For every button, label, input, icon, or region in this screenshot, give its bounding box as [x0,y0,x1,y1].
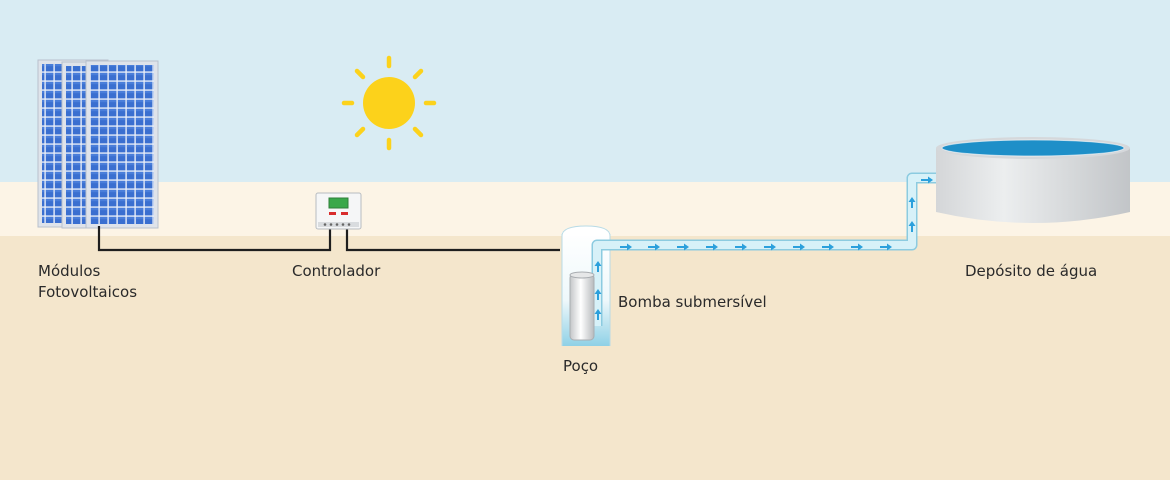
solar-panel-icon [37,59,159,229]
controller-label: Controlador [292,262,381,280]
water-tank-icon [936,137,1130,223]
flow-arrow-icon [594,176,933,320]
pump-label: Bomba submersível [618,293,767,311]
submersible-pump-icon [569,271,595,341]
well-label: Poço [563,357,599,375]
charge-controller-icon [315,192,362,230]
tank-label: Depósito de água [965,262,1098,280]
modules-label-line2: Fotovoltaicos [38,283,138,301]
sun-icon [341,55,437,151]
modules-label-line1: Módulos [38,262,101,280]
